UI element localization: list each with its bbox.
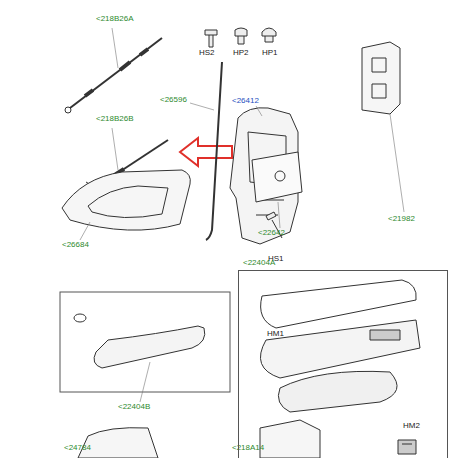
part-label: <26684 bbox=[62, 240, 89, 250]
part-label: HP2 bbox=[233, 48, 249, 58]
part-label: <218A14 bbox=[232, 443, 264, 453]
part-label: <22642 bbox=[258, 228, 285, 238]
part-label: <218B26B bbox=[96, 114, 134, 124]
part-label: HM1 bbox=[267, 329, 284, 339]
part-label: <22404B bbox=[118, 402, 150, 412]
part-label: <218B26A bbox=[96, 14, 134, 24]
part-label: <24784 bbox=[64, 443, 91, 453]
part-label: <26596 bbox=[160, 95, 187, 105]
part-label: HP1 bbox=[262, 48, 278, 58]
part-label: HM2 bbox=[403, 421, 420, 431]
part-label: HS2 bbox=[199, 48, 215, 58]
group-label: <22404A bbox=[243, 258, 275, 268]
part-label: <21982 bbox=[388, 214, 415, 224]
group-box: <22404AHM1HM2 bbox=[238, 270, 448, 458]
part-label: <26412 bbox=[232, 96, 259, 106]
